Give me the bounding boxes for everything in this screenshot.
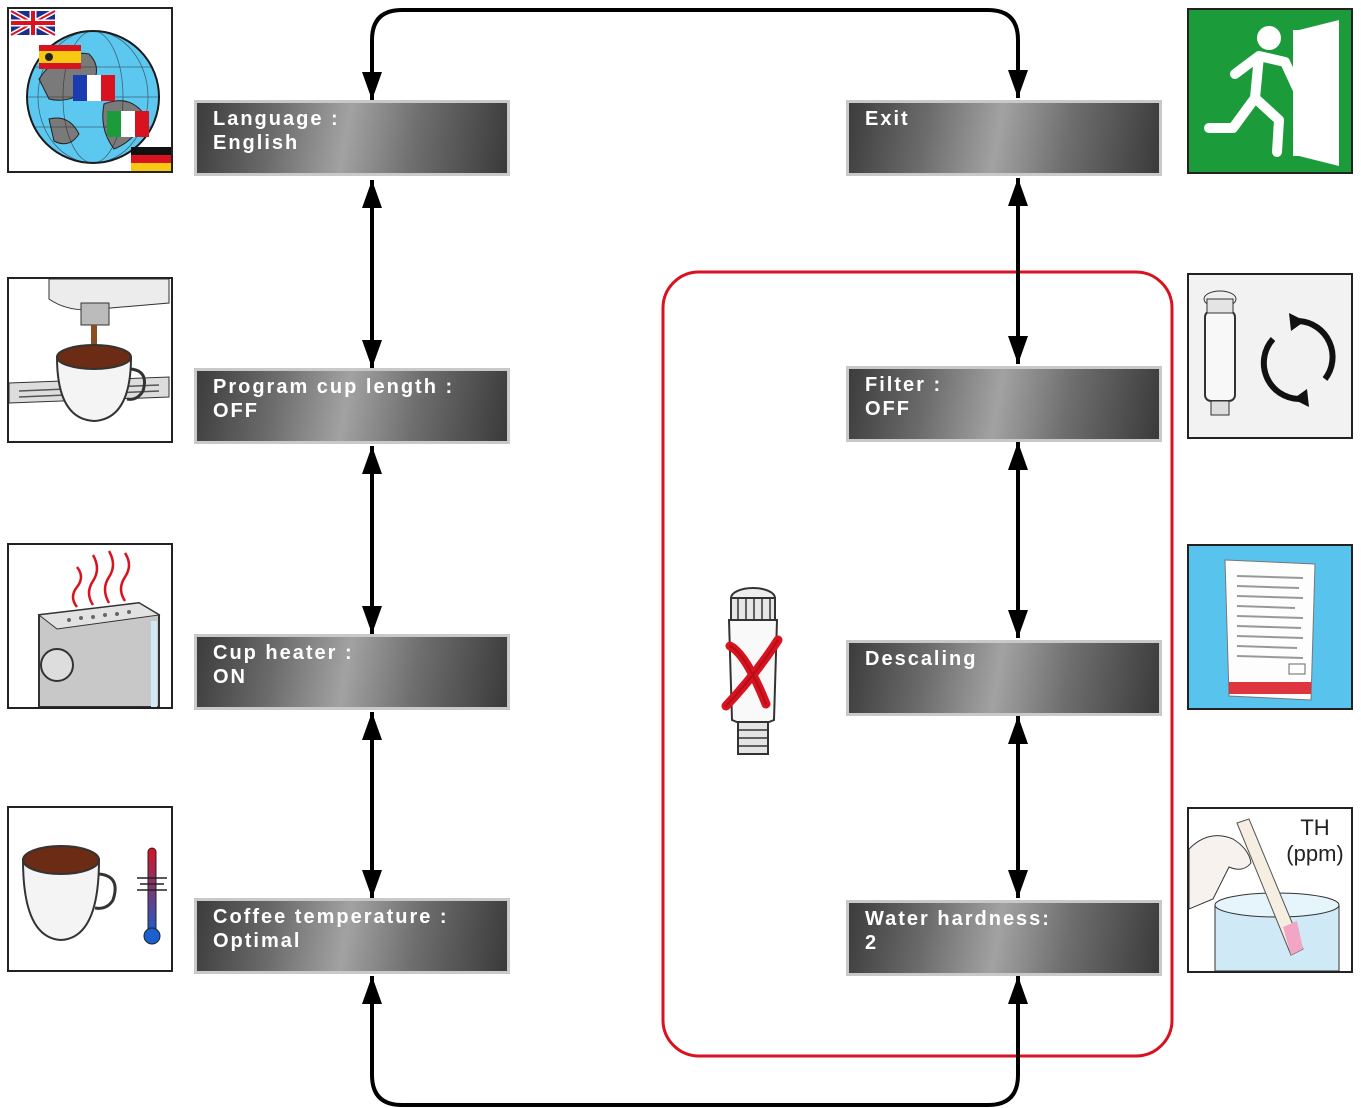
menu-program-cup-length[interactable]: Program cup length : OFF: [194, 368, 510, 444]
filter-group-outline: [661, 270, 1174, 1058]
menu-filter-title: Filter :: [865, 374, 943, 396]
menu-water-hardness-title: Water hardness:: [865, 908, 1051, 930]
hardness-unit-line1: TH: [1300, 815, 1330, 840]
connector-language-exit: [370, 8, 1020, 100]
menu-water-hardness-value: 2: [865, 932, 879, 954]
exit-sign-icon: [1187, 8, 1353, 174]
menu-program-cup-length-value: OFF: [213, 400, 259, 422]
menu-water-hardness[interactable]: Water hardness: 2: [846, 900, 1162, 976]
menu-cup-heater-value: ON: [213, 666, 247, 688]
menu-exit[interactable]: Exit: [846, 100, 1162, 176]
menu-language[interactable]: Language : English: [194, 100, 510, 176]
cup-thermometer-icon: [7, 806, 173, 972]
menu-filter-value: OFF: [865, 398, 911, 420]
menu-cup-heater[interactable]: Cup heater : ON: [194, 634, 510, 710]
menu-descaling[interactable]: Descaling: [846, 640, 1162, 716]
connector-coffee-temperature-water-hardness: [370, 976, 1020, 1107]
hardness-unit-label: TH (ppm): [1279, 815, 1351, 867]
hardness-unit-line2: (ppm): [1286, 841, 1344, 866]
menu-coffee-temperature-title: Coffee temperature :: [213, 906, 449, 928]
menu-coffee-temperature[interactable]: Coffee temperature : Optimal: [194, 898, 510, 974]
menu-descaling-title: Descaling: [865, 648, 978, 670]
menu-language-value: English: [213, 132, 300, 154]
filter-crossed-icon: [721, 587, 783, 755]
menu-program-cup-length-title: Program cup length :: [213, 376, 455, 398]
menu-language-title: Language :: [213, 108, 340, 130]
globe-flags-icon: [7, 7, 173, 173]
coffee-dispensing-icon: [7, 277, 173, 443]
arrowheads: [362, 70, 1028, 1004]
filter-replace-icon: [1187, 273, 1353, 439]
menu-filter[interactable]: Filter : OFF: [846, 366, 1162, 442]
descaling-packet-icon: [1187, 544, 1353, 710]
test-strip-icon: TH (ppm): [1187, 807, 1353, 973]
menu-coffee-temperature-value: Optimal: [213, 930, 302, 952]
menu-exit-title: Exit: [865, 108, 910, 130]
menu-cup-heater-title: Cup heater :: [213, 642, 354, 664]
cup-heater-machine-icon: [7, 543, 173, 709]
